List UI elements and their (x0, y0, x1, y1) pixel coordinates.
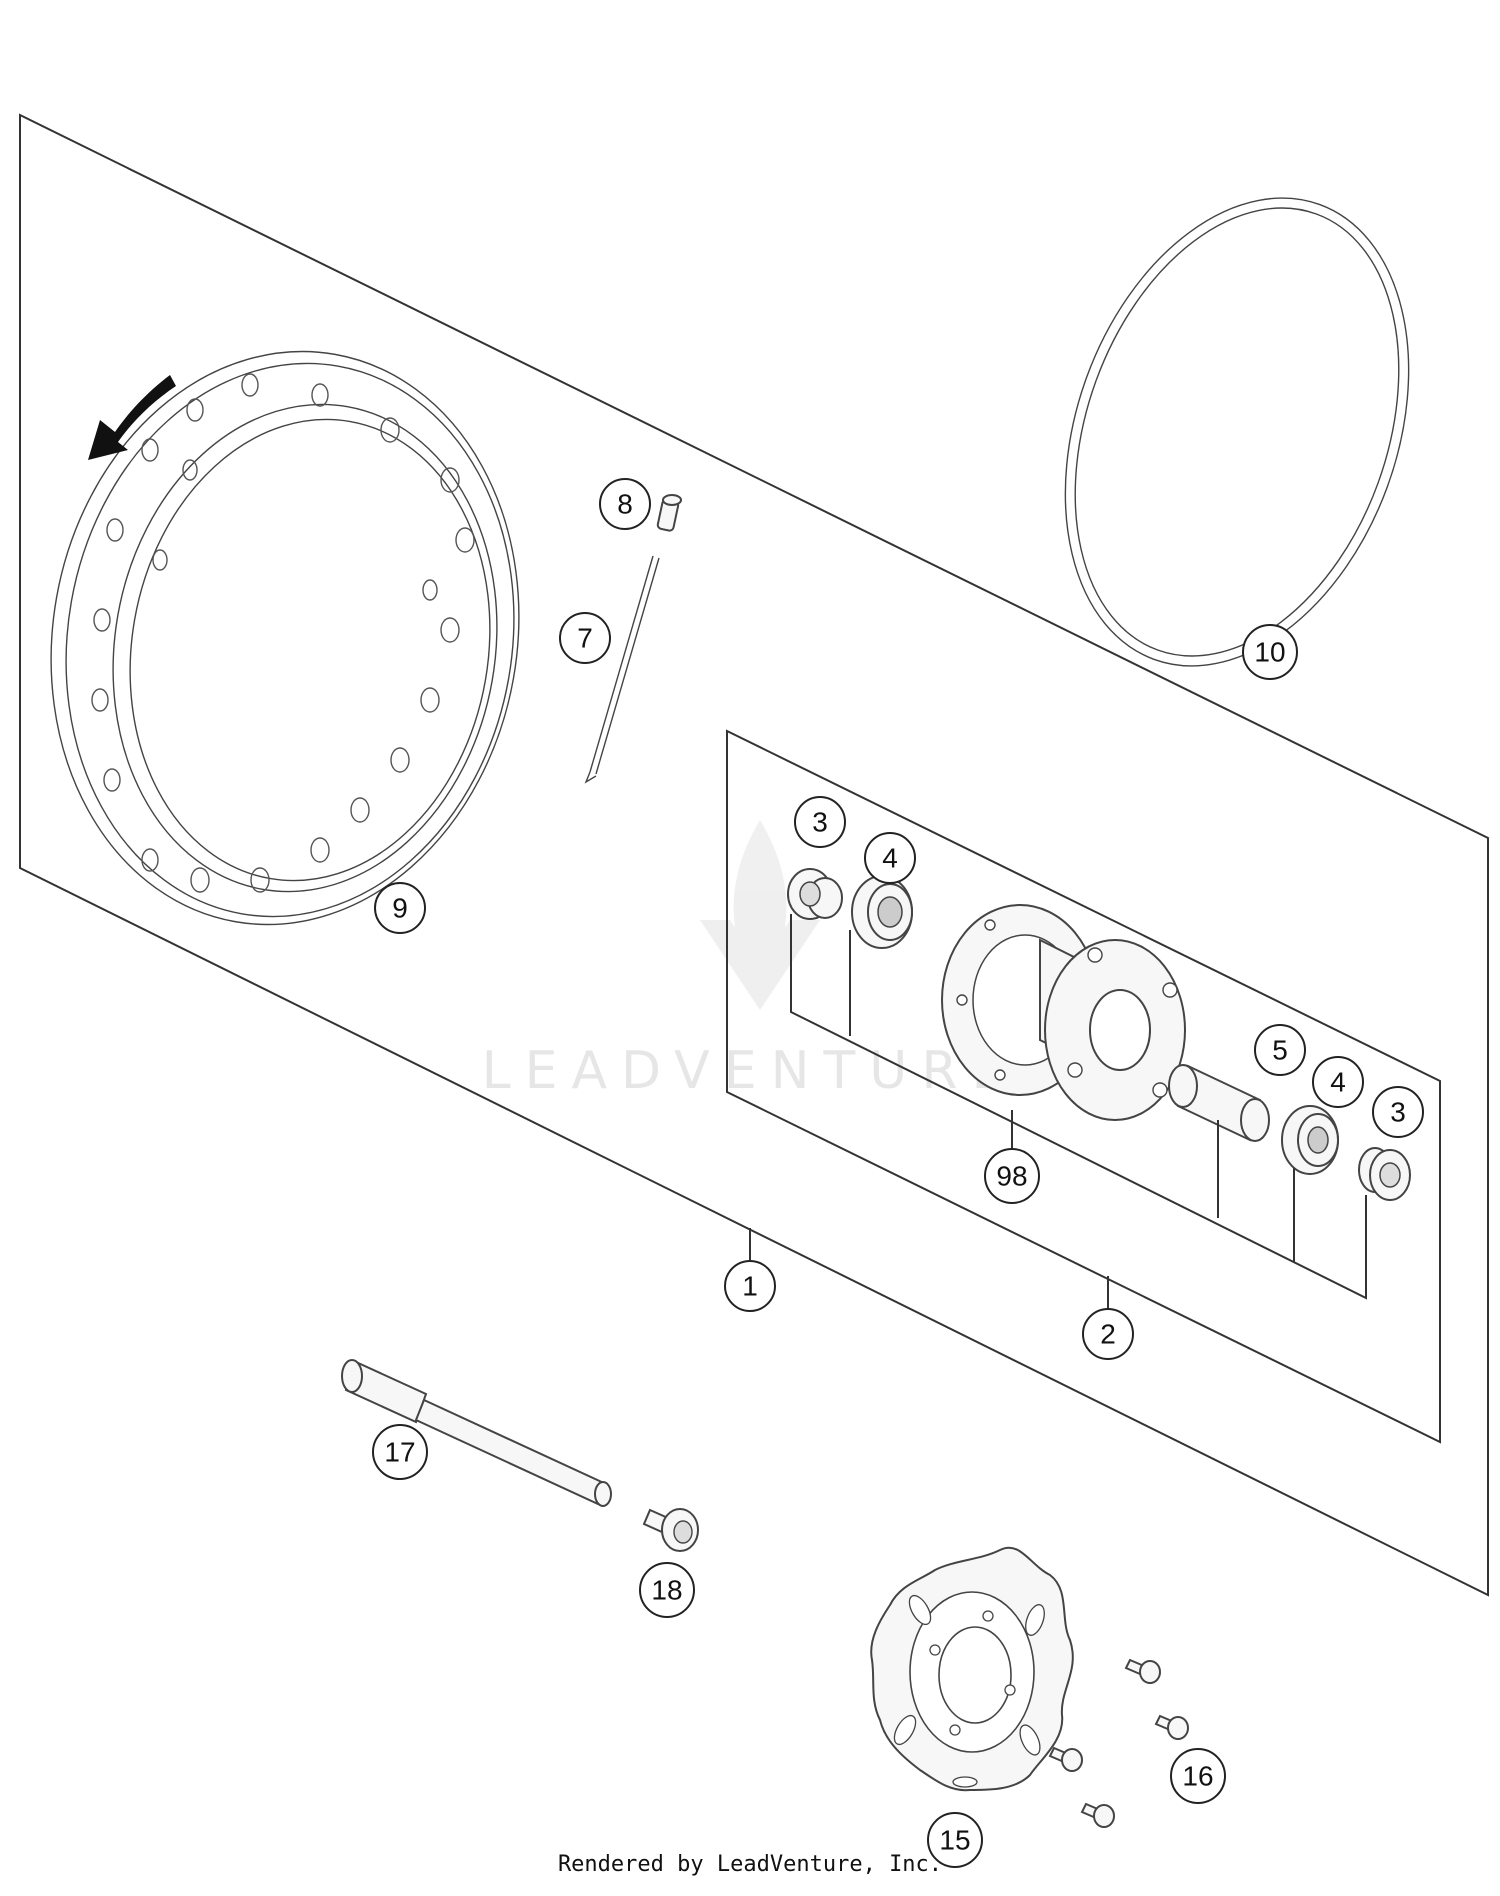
spacer-right (1358, 1147, 1411, 1201)
svg-text:2: 2 (1100, 1319, 1116, 1350)
callout-16: 16 (1170, 1748, 1226, 1804)
wheel-spindle (341, 1359, 612, 1507)
callout-5: 5 (1254, 1024, 1306, 1076)
svg-text:3: 3 (812, 807, 828, 838)
hub-leader-lines (790, 914, 1367, 1300)
svg-text:16: 16 (1182, 1761, 1213, 1792)
spoke (584, 555, 660, 784)
svg-text:5: 5 (1272, 1035, 1288, 1066)
rim-band (1064, 197, 1410, 667)
spoke-nipple (656, 494, 682, 532)
bearing-right (1281, 1105, 1339, 1175)
callout-2: 2 (1082, 1308, 1134, 1360)
callout-8: 8 (599, 478, 651, 530)
callout-3-right: 3 (1372, 1086, 1424, 1138)
callout-1: 1 (724, 1260, 776, 1312)
callout-98: 98 (984, 1148, 1040, 1204)
bearing-left (851, 875, 913, 949)
callout-15: 15 (927, 1812, 983, 1868)
leadventure-watermark: LEADVENTURE (482, 820, 1019, 1101)
svg-text:98: 98 (996, 1161, 1027, 1192)
svg-text:8: 8 (617, 489, 633, 520)
svg-text:4: 4 (882, 843, 898, 874)
callout-17: 17 (372, 1424, 428, 1480)
callout-10: 10 (1242, 624, 1298, 680)
callout-9: 9 (374, 882, 426, 934)
callout-7: 7 (559, 612, 611, 664)
svg-text:18: 18 (651, 1575, 682, 1606)
rotation-direction-arrow-icon (88, 375, 176, 460)
disc-screws (1048, 1658, 1189, 1828)
spacer-left (787, 868, 843, 920)
callout-18: 18 (639, 1562, 695, 1618)
watermark-text: LEADVENTURE (482, 1041, 1019, 1101)
callout-4-left: 4 (864, 832, 916, 884)
svg-text:7: 7 (577, 623, 593, 654)
svg-text:1: 1 (742, 1271, 758, 1302)
collar-nut (642, 1508, 699, 1552)
hub-assembly-panel (726, 729, 1441, 1444)
distance-sleeve (1168, 1064, 1270, 1142)
rim (50, 350, 520, 926)
callout-3-left: 3 (794, 796, 846, 848)
svg-text:15: 15 (939, 1825, 970, 1856)
svg-text:3: 3 (1390, 1097, 1406, 1128)
svg-text:9: 9 (392, 893, 408, 924)
wheel-assembly-panel (19, 113, 1489, 1597)
callout-4-right: 4 (1312, 1056, 1364, 1108)
svg-text:17: 17 (384, 1437, 415, 1468)
render-credit: Rendered by LeadVenture, Inc. (557, 1852, 943, 1877)
brake-disc (870, 1546, 1074, 1792)
svg-text:4: 4 (1330, 1067, 1346, 1098)
svg-text:10: 10 (1254, 637, 1285, 668)
wheel-hub (941, 904, 1186, 1121)
